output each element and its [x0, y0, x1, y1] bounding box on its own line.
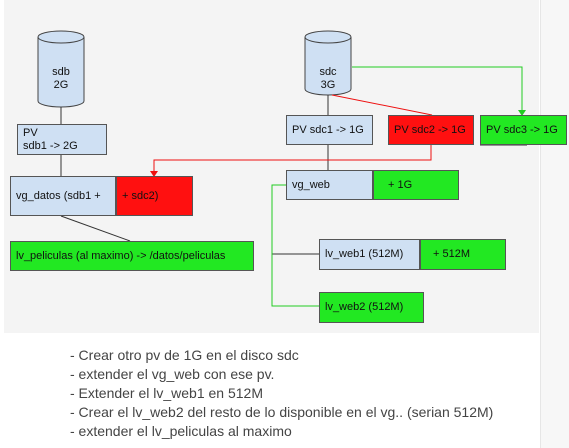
disk-sdc-cylinder	[304, 30, 352, 96]
note-line: - Crear el lv_web2 del resto de lo dispo…	[70, 404, 494, 420]
disk-sdc-name: sdc	[319, 66, 337, 78]
note-line: - Extender el lv_web1 en 512M	[70, 385, 263, 401]
pvsdc2-to-vgdatos-line	[153, 145, 432, 176]
arrowhead-icon	[150, 171, 158, 177]
vgdatos-to-lvpeliculas-line	[60, 215, 131, 242]
lv-web2-box: lv_web2 (512M)	[319, 292, 424, 323]
side-panel	[540, 0, 569, 448]
disk-sdb-size: 2G	[53, 79, 69, 91]
note-line: - extender el lv_peliculas al maximo	[70, 423, 292, 439]
vg-web-box: vg_web	[286, 170, 373, 200]
pv-sdc2-box: PV sdc2 -> 1G	[388, 115, 474, 145]
disk-sdc-label: sdc 3G	[304, 66, 352, 92]
disk-sdc-size: 3G	[320, 79, 336, 91]
sdc-to-pvsdc2-line	[331, 94, 433, 116]
vg-web-ext-box: + 1G	[373, 170, 459, 200]
note-line: - Crear otro pv de 1G en el disco sdc	[70, 347, 299, 363]
vgweb-to-lvweb2-line	[271, 184, 319, 307]
arrowhead-icon	[518, 110, 526, 116]
sdc-to-pvsdc3-line	[352, 66, 523, 115]
lv-web1-ext-box: + 512M	[420, 239, 506, 270]
pv-sdc1-box: PV sdc1 -> 1G	[286, 115, 373, 145]
pv-sdb1-box: PV sdb1 -> 2G	[17, 124, 107, 155]
disk-sdb-cylinder	[37, 30, 85, 108]
note-line: - extender el vg_web con ese pv.	[70, 366, 275, 382]
lv-web1-box: lv_web1 (512M)	[319, 239, 420, 270]
vg-datos-box: vg_datos (sdb1 +	[10, 176, 116, 216]
vg-datos-ext-box: + sdc2)	[116, 176, 193, 216]
disk-sdb-name: sdb	[52, 66, 70, 78]
pv-sdc3-box: PV sdc3 -> 1G	[480, 115, 567, 145]
disk-sdb-label: sdb 2G	[37, 66, 85, 92]
lv-peliculas-box: lv_peliculas (al maximo) -> /datos/pelic…	[10, 241, 254, 271]
task-notes: - Crear otro pv de 1G en el disco sdc - …	[70, 346, 493, 441]
